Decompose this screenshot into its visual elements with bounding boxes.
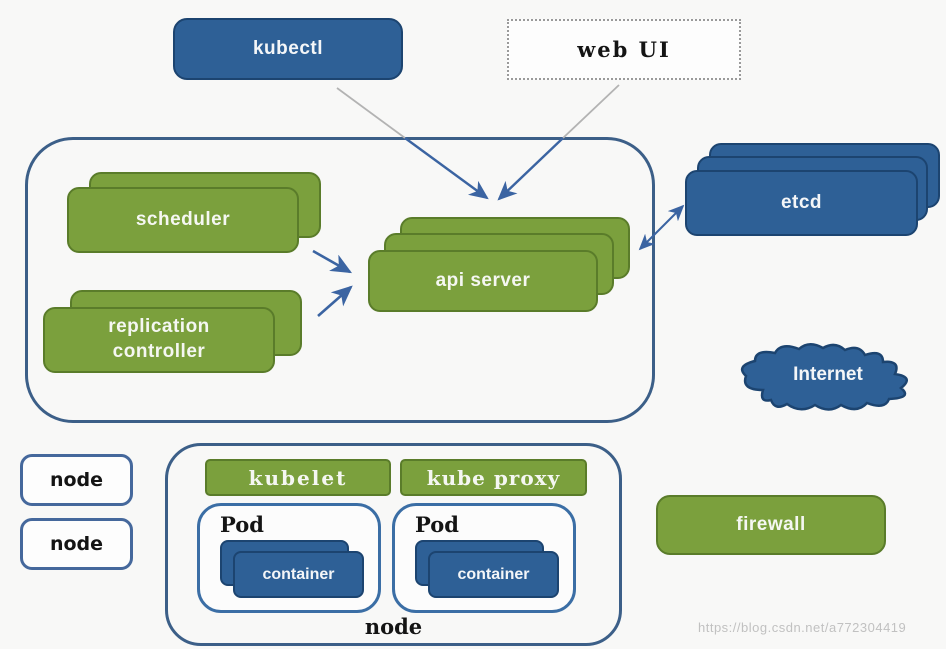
node-detail-label: node: [364, 614, 423, 639]
kube-proxy-label: kube proxy: [426, 465, 561, 490]
node-detail-outline: kubelet kube proxy Pod container Pod con…: [165, 443, 622, 646]
pod-1: Pod container: [197, 503, 381, 613]
kubectl-label: kubectl: [252, 38, 324, 59]
etcd-stack: etcd: [685, 143, 941, 237]
replication-controller-label: replication controller: [108, 315, 210, 364]
api-server-label: api server: [435, 270, 531, 291]
firewall-label: firewall: [736, 514, 806, 535]
replication-controller-box: replication controller: [43, 307, 275, 373]
web-ui-label: web UI: [577, 37, 671, 62]
internet-cloud: Internet: [733, 340, 923, 418]
etcd-label: etcd: [780, 192, 823, 213]
kube-proxy-box: kube proxy: [400, 459, 587, 496]
pod-2-container-box: container: [428, 551, 559, 598]
node-box-2-label: node: [49, 533, 104, 555]
pod-2-title: Pod: [415, 512, 459, 537]
scheduler-label: scheduler: [135, 209, 231, 230]
node-box-1: node: [20, 454, 133, 506]
pod-2-container-label: container: [457, 565, 530, 583]
pod-2: Pod container: [392, 503, 576, 613]
scheduler-box: scheduler: [67, 187, 299, 253]
api-server-stack: api server: [368, 217, 632, 313]
node-box-1-label: node: [49, 469, 104, 491]
replication-controller-stack: replication controller: [43, 290, 303, 374]
kubectl-box: kubectl: [173, 18, 403, 80]
scheduler-stack: scheduler: [67, 172, 323, 254]
pod-1-title: Pod: [220, 512, 264, 537]
node-box-2: node: [20, 518, 133, 570]
pod-1-container-box: container: [233, 551, 364, 598]
firewall-box: firewall: [656, 495, 886, 555]
etcd-box: etcd: [685, 170, 918, 236]
pod-2-container-stack: container: [415, 540, 565, 602]
cloud-icon: [740, 343, 908, 411]
internet-label: Internet: [793, 364, 863, 385]
watermark: https://blog.csdn.net/a772304419: [698, 620, 907, 635]
api-server-box: api server: [368, 250, 598, 312]
replication-label-line2: controller: [112, 341, 206, 362]
replication-label-line1: replication: [108, 316, 210, 338]
kubelet-box: kubelet: [205, 459, 391, 496]
kubelet-label: kubelet: [248, 465, 348, 490]
web-ui-box: web UI: [507, 19, 741, 80]
pod-1-container-label: container: [262, 565, 335, 583]
pod-1-container-stack: container: [220, 540, 370, 602]
